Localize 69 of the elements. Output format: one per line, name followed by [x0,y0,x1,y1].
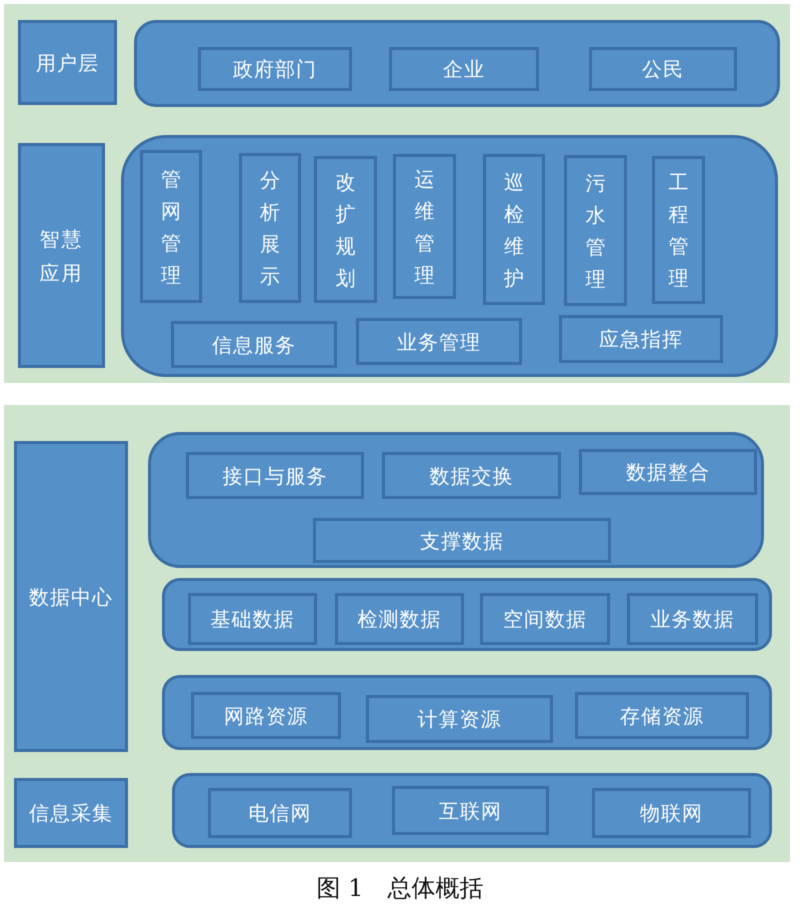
module-label: 企业 [443,57,485,81]
layer-panel [121,135,778,377]
figure-caption: 图 1 总体概括 [316,873,484,904]
module-box [186,452,364,499]
module-box [239,153,301,303]
module-label: 计算资源 [418,707,502,731]
layer-box [18,20,117,105]
module-label: 政府部门 [233,57,317,81]
module-box [335,593,464,645]
module-box [188,593,317,645]
module-box [171,321,337,368]
module-label: 改扩规划 [336,168,356,292]
module-label: 信息服务 [212,332,296,356]
module-label: 运维管理 [414,166,434,288]
module-box [392,786,549,835]
layer-panel [134,20,780,107]
module-box [313,518,611,563]
module-box [393,154,456,299]
module-label: 检测数据 [358,607,442,631]
module-label: 互联网 [439,798,502,822]
module-label: 业务管理 [397,330,481,354]
layer-label: 用户层 [36,50,99,74]
module-label: 存储资源 [620,704,704,728]
module-box [627,593,758,645]
module-box [480,593,610,645]
module-label: 污水管理 [586,170,606,292]
module-box [575,692,749,739]
layer-box [14,778,128,848]
module-box [140,150,202,303]
module-box [356,318,522,365]
layer-panel [148,432,764,568]
module-box [382,452,561,499]
layer-box [14,441,128,752]
module-label: 支撑数据 [420,528,504,552]
module-label: 公民 [642,57,684,81]
layer-panel [162,675,772,750]
module-box [483,154,545,305]
layer-box [18,143,105,368]
module-label: 管网管理 [161,166,181,288]
layer-label: 智慧应用 [38,226,84,286]
module-box [191,692,341,739]
module-label: 巡检维护 [504,168,524,292]
module-label: 电信网 [248,801,312,825]
module-box [208,788,352,838]
module-label: 接口与服务 [222,464,328,488]
module-box [559,315,723,363]
module-box [564,155,627,306]
module-label: 数据整合 [626,460,710,484]
module-box [652,156,705,304]
module-box [198,47,352,91]
module-label: 应急指挥 [599,327,683,351]
layer-panel [162,578,772,651]
module-label: 网路资源 [224,704,308,728]
module-label: 数据交换 [430,464,514,488]
module-box [579,449,757,495]
module-box [366,695,553,743]
module-label: 业务数据 [650,607,734,631]
layer-label: 信息采集 [29,801,113,825]
module-label: 分析展示 [260,167,280,290]
layer-panel [172,773,772,848]
layer-label: 数据中心 [29,584,113,608]
module-label: 工程管理 [668,169,688,292]
module-box [314,156,377,303]
module-label: 空间数据 [503,607,587,631]
module-box [389,47,539,91]
module-box [589,47,737,91]
module-label: 基础数据 [210,607,294,631]
module-box [592,788,751,838]
module-label: 物联网 [640,801,703,825]
